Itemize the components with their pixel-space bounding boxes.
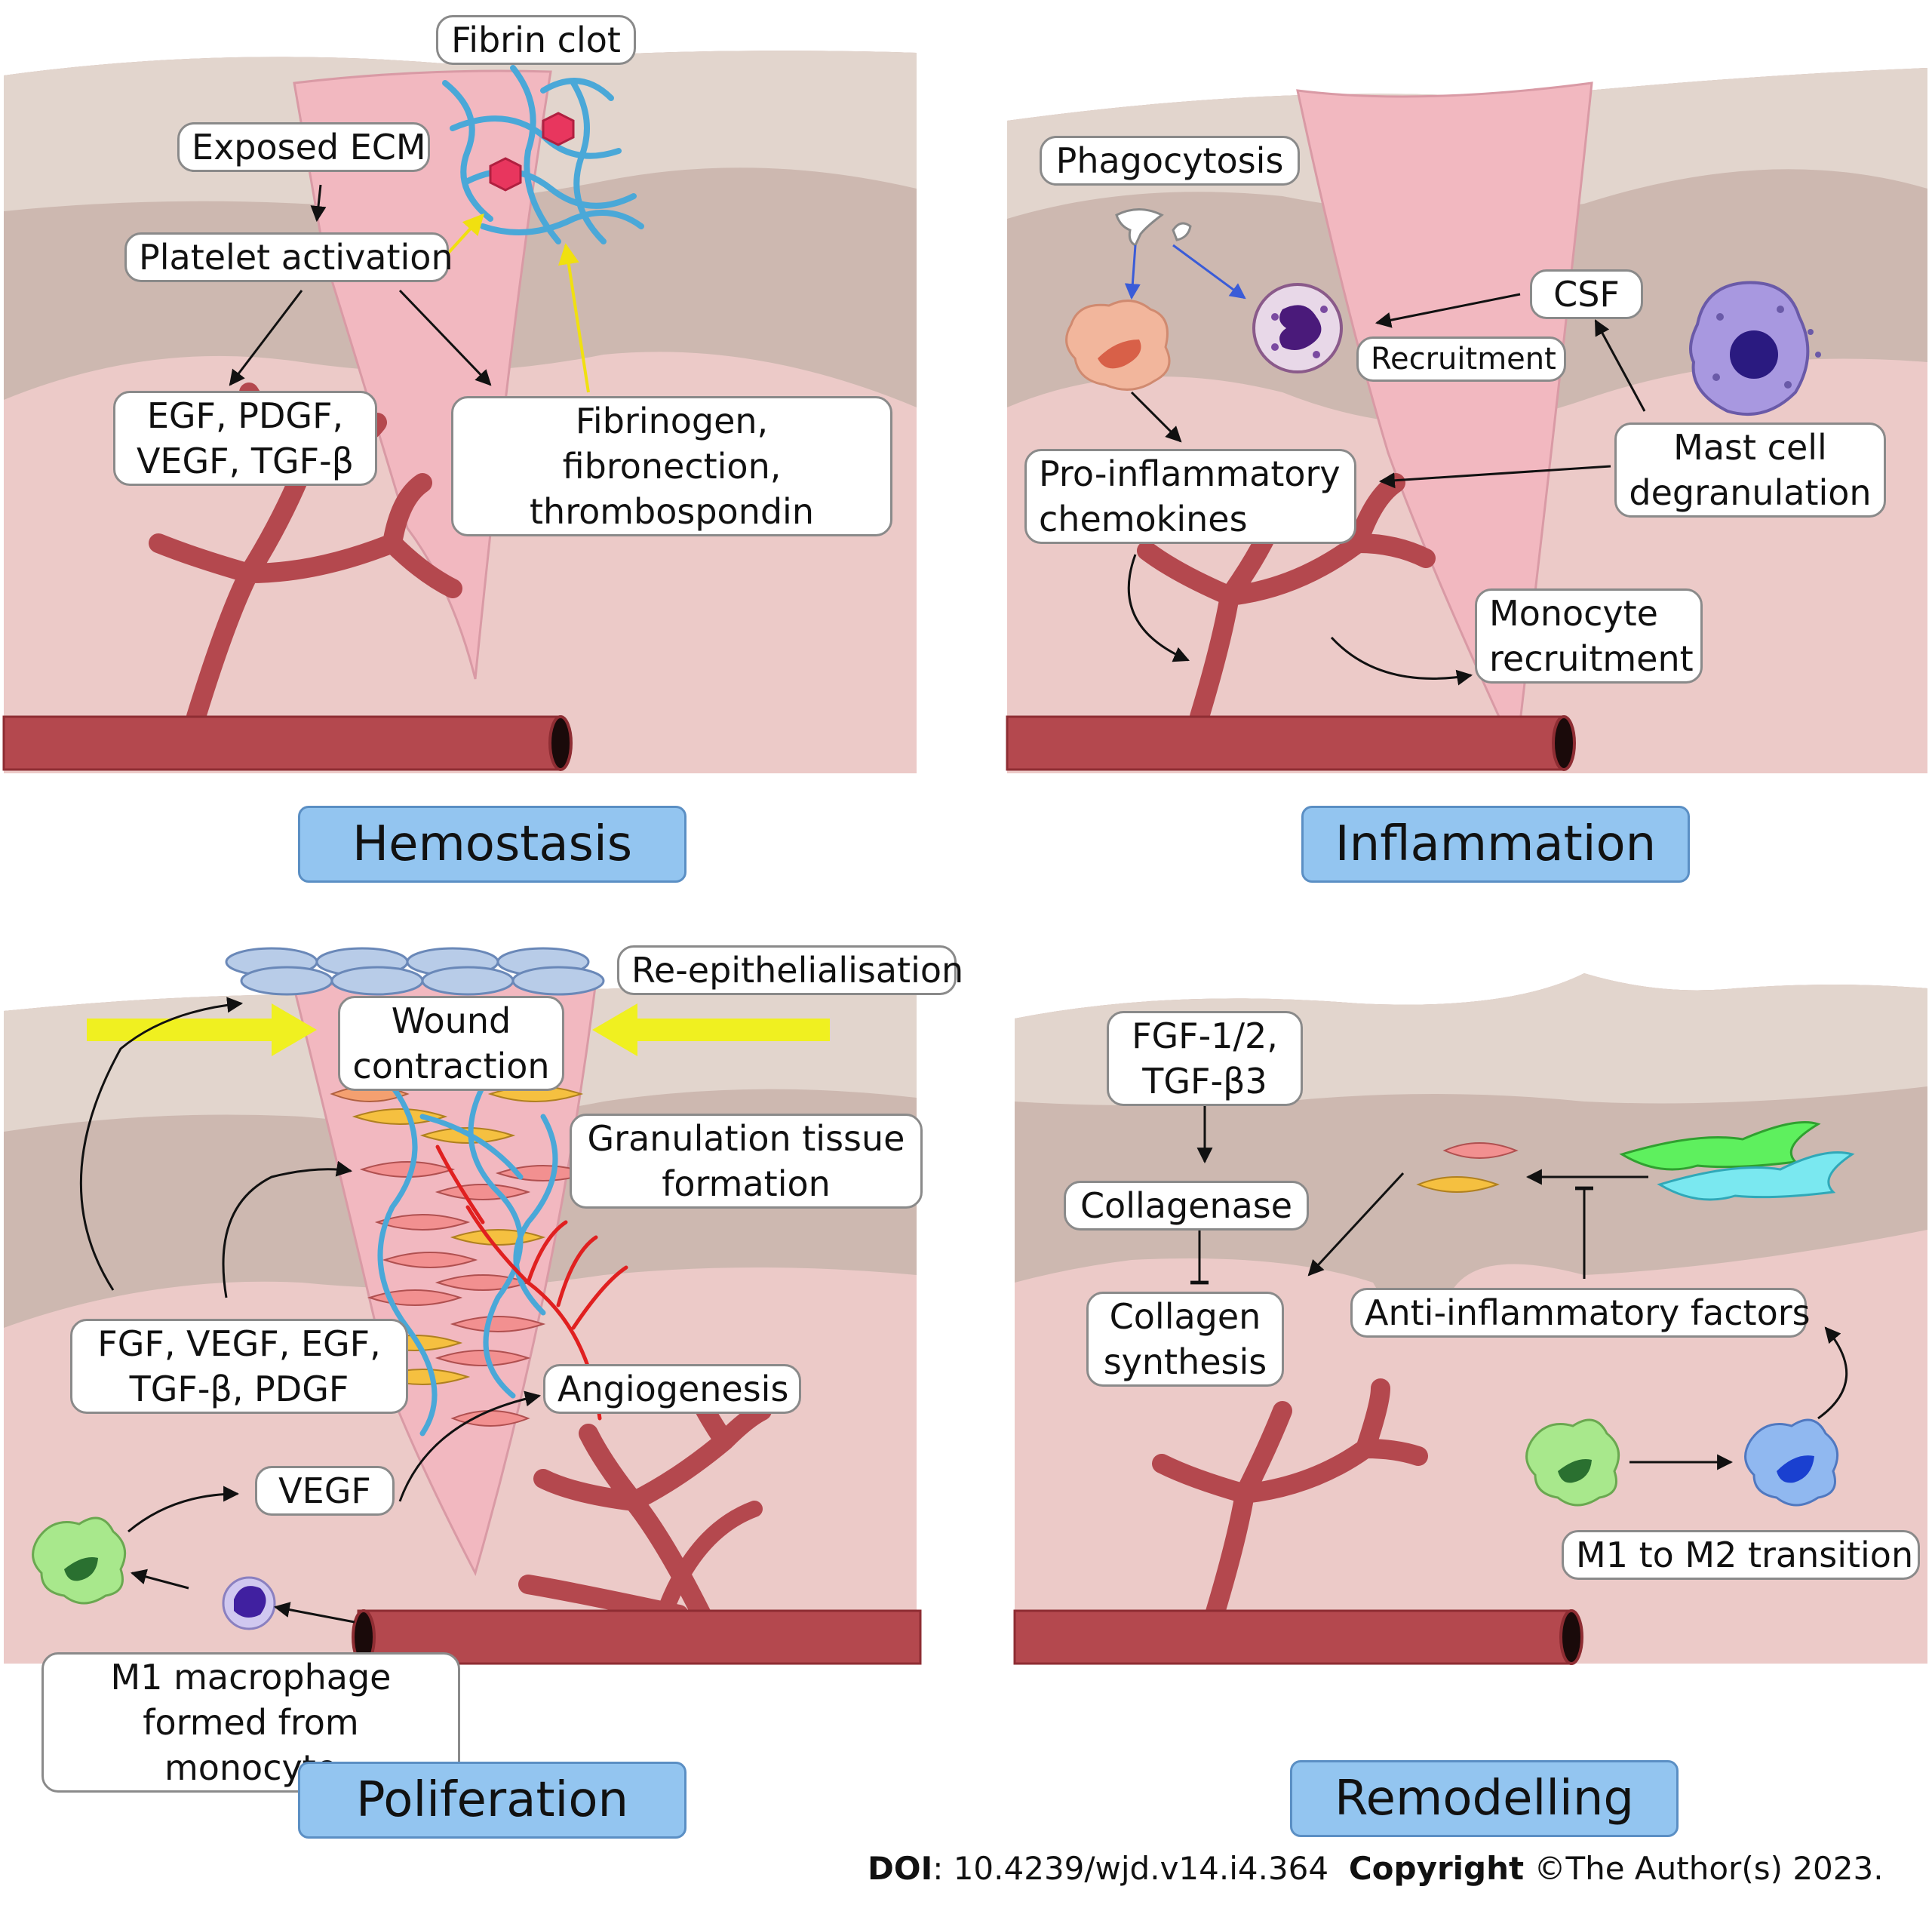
- title-hemostasis: Hemostasis: [298, 806, 686, 883]
- epithelial-cells-icon: [225, 947, 605, 996]
- debris-icon: [1172, 222, 1192, 241]
- label-collagenase: Collagenase: [1064, 1181, 1309, 1231]
- arrow-macrophage-to-chemokines: [1130, 391, 1182, 443]
- debris-icon: [1115, 208, 1164, 247]
- label-monocyte-recruitment: Monocyte recruitment: [1475, 588, 1703, 684]
- arrow-mast-to-csf: [1594, 319, 1646, 412]
- arrow-gf-to-reepi: [79, 997, 244, 1291]
- label-line: TGF-β, PDGF: [129, 1369, 349, 1409]
- platelet-icon: [542, 112, 575, 146]
- label-line: thrombospondin: [530, 491, 814, 532]
- label-line: FGF, VEGF, EGF,: [97, 1323, 381, 1364]
- label-platelet-activation: Platelet activation: [124, 232, 453, 282]
- doi-value: : 10.4239/wjd.v14.i4.364: [932, 1850, 1329, 1887]
- arrow-m1-to-vegf: [127, 1486, 240, 1533]
- label-line: Granulation tissue: [587, 1118, 905, 1159]
- arrow-yellow-2: [557, 243, 590, 393]
- myofibroblast-cyan-icon: [1657, 1151, 1855, 1201]
- arrow-platelet-to-gf: [229, 290, 303, 386]
- label-phagocytosis: Phagocytosis: [1040, 136, 1300, 186]
- label-recruitment: Recruitment: [1356, 336, 1566, 382]
- label-line: contraction: [352, 1046, 550, 1086]
- mast-cell-nucleus-icon: [1730, 330, 1778, 379]
- doi-label: DOI: [868, 1850, 933, 1887]
- label-line: synthesis: [1103, 1341, 1267, 1382]
- platelet-icon: [489, 157, 522, 192]
- label-line: degranulation: [1629, 472, 1872, 513]
- label-line: Pro-inflammatory: [1039, 453, 1341, 494]
- neutrophil-nucleus-icon: [1279, 305, 1322, 350]
- collagen-fibers-icon: [377, 1083, 558, 1436]
- label-line: Monocyte: [1489, 593, 1658, 634]
- myofibroblast-green-icon: [1619, 1121, 1821, 1171]
- contraction-arrow-right-icon: [592, 1003, 830, 1056]
- arrow-platelet-to-proteins: [398, 289, 492, 386]
- new-capillary-icon: [435, 1145, 628, 1421]
- label-line: TGF-β3: [1142, 1061, 1267, 1102]
- arrow-csf-to-neutrophil: [1375, 293, 1521, 328]
- label-m1-m2-transition: M1 to M2 transition: [1562, 1530, 1920, 1580]
- label-proteins: Fibrinogen, fibronection, thrombospondin: [451, 396, 892, 536]
- label-line: Mast cell: [1673, 427, 1827, 468]
- label-collagen-synthesis: Collagen synthesis: [1086, 1292, 1284, 1387]
- contraction-arrow-left-icon: [87, 1003, 317, 1056]
- title-proliferation: Poliferation: [298, 1762, 686, 1839]
- arrow-yellow-1: [444, 213, 484, 258]
- label-mast-cell: Mast cell degranulation: [1614, 422, 1886, 518]
- label-pro-inflammatory: Pro-inflammatory chemokines: [1024, 449, 1356, 544]
- label-line: FGF-1/2,: [1132, 1015, 1278, 1056]
- arrow-ecm-to-platelet: [310, 184, 327, 223]
- macrophage-nucleus-icon: [1098, 340, 1141, 369]
- label-line: chemokines: [1039, 499, 1248, 539]
- label-growth-factors-prolif: FGF, VEGF, EGF, TGF-β, PDGF: [70, 1319, 408, 1414]
- arrow-m2-to-anti: [1817, 1326, 1848, 1420]
- label-re-epithelialisation: Re-epithelialisation: [617, 945, 963, 995]
- label-line: recruitment: [1489, 638, 1694, 679]
- label-exposed-ecm: Exposed ECM: [177, 122, 430, 172]
- m2-nucleus-icon: [1777, 1455, 1814, 1483]
- label-vegf: VEGF: [255, 1466, 395, 1516]
- arrow-monocyte-to-m1: [130, 1569, 189, 1590]
- m1-nucleus-icon: [1558, 1459, 1592, 1483]
- label-wound-contraction: Wound contraction: [338, 996, 564, 1091]
- arrow-monocyte-curve: [1330, 636, 1473, 686]
- copyright-value: ©The Author(s) 2023.: [1524, 1850, 1884, 1887]
- label-csf: CSF: [1530, 269, 1643, 319]
- arrow-gf-to-granulation: [222, 1160, 353, 1298]
- label-anti-inflammatory: Anti-inflammatory factors: [1350, 1288, 1811, 1338]
- label-line: VEGF, TGF-β: [136, 441, 355, 481]
- fibroblast-icon: [1442, 1142, 1519, 1159]
- footer-spacer: [1328, 1850, 1349, 1887]
- arrow-vegf-to-angio: [398, 1390, 542, 1502]
- label-growth-factors-hemo: EGF, PDGF, VEGF, TGF-β: [113, 391, 377, 486]
- arrow-vessel-to-monocyte: [273, 1602, 355, 1624]
- label-fgf-tgf: FGF-1/2, TGF-β3: [1107, 1011, 1303, 1106]
- arrow-blue-1: [1124, 244, 1141, 300]
- label-line: Collagen: [1109, 1296, 1261, 1337]
- label-line: Wound: [391, 1000, 511, 1041]
- label-line: M1 macrophage: [110, 1657, 392, 1698]
- arrow-mast-to-chemokines: [1378, 465, 1611, 489]
- fibroblast-icon: [1416, 1176, 1500, 1193]
- title-inflammation: Inflammation: [1301, 806, 1690, 883]
- label-fibrin-clot: Fibrin clot: [436, 15, 636, 65]
- label-line: Fibrinogen, fibronection,: [562, 401, 782, 487]
- monocyte-nucleus-icon: [234, 1586, 266, 1618]
- title-remodelling: Remodelling: [1290, 1760, 1679, 1837]
- label-angiogenesis: Angiogenesis: [543, 1364, 801, 1414]
- footer-citation: DOI: 10.4239/wjd.v14.i4.364 Copyright ©T…: [868, 1850, 1884, 1887]
- copyright-label: Copyright: [1348, 1850, 1525, 1887]
- label-granulation: Granulation tissue formation: [570, 1114, 923, 1209]
- arrow-chemokines-curve: [1127, 554, 1190, 662]
- arrow-blue-2: [1172, 244, 1246, 300]
- label-line: EGF, PDGF,: [146, 395, 344, 436]
- label-line: formation: [662, 1163, 831, 1204]
- m1-nucleus-icon: [64, 1557, 98, 1581]
- arrow-fibroblast-to-collagen: [1307, 1172, 1405, 1277]
